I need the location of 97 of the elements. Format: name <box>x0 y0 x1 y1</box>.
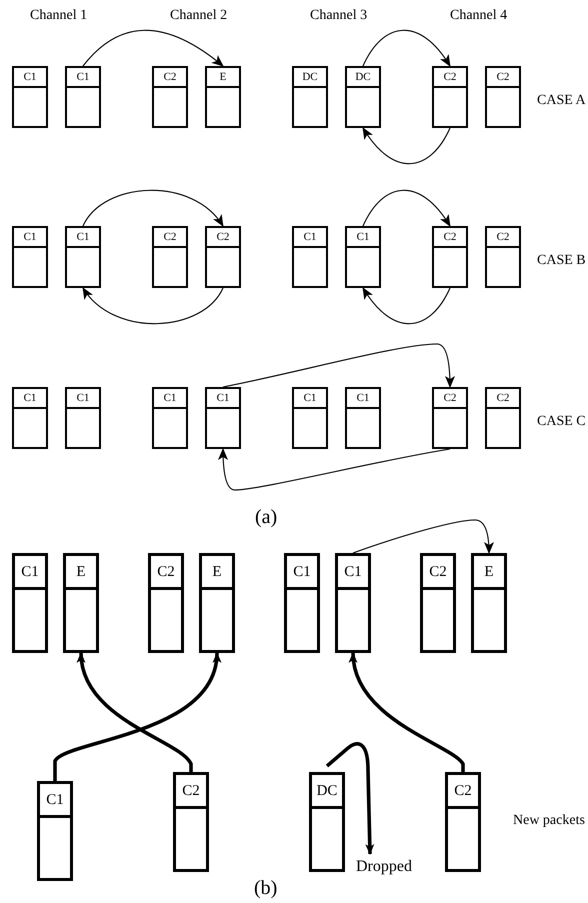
slot-label: C2 <box>176 775 206 809</box>
slot-label: C1 <box>14 228 46 248</box>
buffer-slot <box>63 553 99 653</box>
slot-label: C1 <box>14 68 46 88</box>
buffer-slot <box>12 387 48 449</box>
buffer-slot <box>432 226 468 288</box>
arrow <box>82 190 224 227</box>
slot-label: C2 <box>154 68 186 88</box>
slot-label: E <box>66 556 96 590</box>
arrow <box>362 190 451 227</box>
buffer-slot <box>173 772 209 872</box>
buffer-slot <box>152 66 188 128</box>
arrow <box>82 30 224 67</box>
slot-label: C2 <box>487 68 519 88</box>
slot-label: C2 <box>207 228 239 248</box>
arrow <box>352 519 494 554</box>
arrow <box>222 343 455 388</box>
slot-label: C1 <box>207 389 239 409</box>
arrow <box>350 652 465 772</box>
buffer-slot <box>335 553 371 653</box>
buffer-slot <box>205 226 241 288</box>
buffer-slot <box>12 66 48 128</box>
slot-label: C1 <box>40 784 70 818</box>
case-label: CASE B <box>537 253 586 269</box>
slot-label: C1 <box>154 389 186 409</box>
drop-label: Dropped <box>356 858 412 876</box>
panel-label: (a) <box>255 506 278 529</box>
channel-label: Channel 1 <box>30 8 88 24</box>
slot-label: C1 <box>67 68 99 88</box>
buffer-slot <box>292 387 328 449</box>
case-label: CASE A <box>537 93 586 109</box>
slot-label: C1 <box>347 389 379 409</box>
slot-label: C2 <box>434 228 466 248</box>
slot-label: C1 <box>294 228 326 248</box>
buffer-slot <box>292 66 328 128</box>
buffer-slot <box>65 226 101 288</box>
buffer-slot <box>345 66 381 128</box>
row-label: New packets <box>513 813 585 829</box>
buffer-slot <box>345 226 381 288</box>
slot-label: C2 <box>151 556 181 590</box>
arrow <box>78 652 193 772</box>
slot-label: C2 <box>487 228 519 248</box>
buffer-slot <box>205 387 241 449</box>
slot-label: C1 <box>15 556 45 590</box>
buffer-slot <box>432 66 468 128</box>
buffer-slot <box>292 226 328 288</box>
slot-label: DC <box>312 775 342 809</box>
buffer-slot <box>12 553 48 653</box>
buffer-slot <box>420 553 456 653</box>
arrow <box>53 652 220 781</box>
slot-label: C1 <box>67 389 99 409</box>
buffer-slot <box>12 226 48 288</box>
buffer-slot <box>445 772 481 872</box>
slot-label: C1 <box>347 228 379 248</box>
buffer-slot <box>485 66 521 128</box>
buffer-slot <box>152 387 188 449</box>
buffer-slot <box>37 781 73 881</box>
slot-label: C1 <box>67 228 99 248</box>
arrow <box>326 742 374 855</box>
buffer-slot <box>485 226 521 288</box>
buffer-slot <box>199 553 235 653</box>
buffer-slot <box>284 553 320 653</box>
buffer-slot <box>309 772 345 872</box>
channel-label: Channel 3 <box>310 8 368 24</box>
buffer-slot <box>65 66 101 128</box>
buffer-slot <box>205 66 241 128</box>
slot-label: C2 <box>448 775 478 809</box>
slot-label: E <box>207 68 239 88</box>
panel-label: (b) <box>254 877 278 900</box>
slot-label: E <box>474 556 504 590</box>
buffer-slot <box>432 387 468 449</box>
buffer-slot <box>485 387 521 449</box>
slot-label: C2 <box>423 556 453 590</box>
case-label: CASE C <box>537 414 586 430</box>
slot-label: C2 <box>434 68 466 88</box>
buffer-slot <box>345 387 381 449</box>
arrow <box>362 30 451 67</box>
buffer-slot <box>471 553 507 653</box>
buffer-slot <box>65 387 101 449</box>
slot-label: E <box>202 556 232 590</box>
buffer-slot <box>152 226 188 288</box>
arrow <box>362 287 450 324</box>
slot-label: C2 <box>434 389 466 409</box>
arrow <box>218 448 450 491</box>
arrow <box>362 127 450 164</box>
arrow <box>82 287 224 324</box>
slot-label: DC <box>347 68 379 88</box>
slot-label: C2 <box>487 389 519 409</box>
channel-label: Channel 4 <box>450 8 508 24</box>
slot-label: C2 <box>154 228 186 248</box>
channel-label: Channel 2 <box>170 8 228 24</box>
slot-label: C1 <box>338 556 368 590</box>
slot-label: DC <box>294 68 326 88</box>
slot-label: C1 <box>294 389 326 409</box>
buffer-slot <box>148 553 184 653</box>
slot-label: C1 <box>287 556 317 590</box>
slot-label: C1 <box>14 389 46 409</box>
